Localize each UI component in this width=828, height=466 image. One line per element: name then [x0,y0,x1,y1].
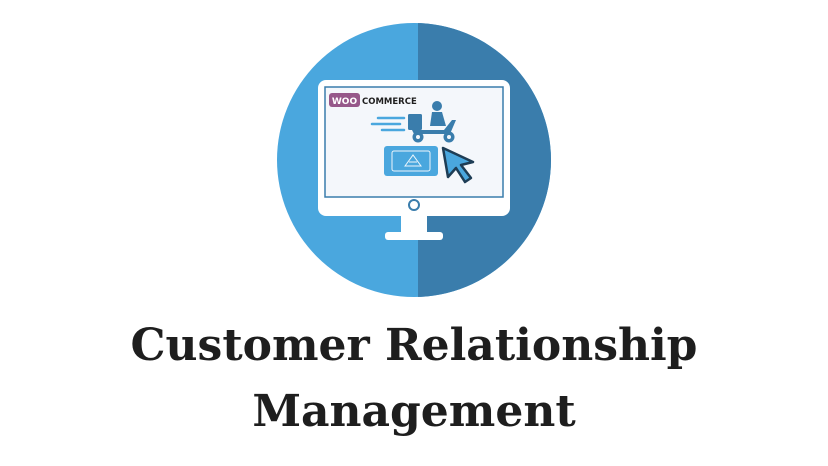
headline-line-1: Customer Relationship [130,320,698,371]
delivery-scooter-icon [370,101,456,143]
cursor-arrow-icon [441,146,475,184]
woocommerce-logo: WOO COMMERCE [329,93,417,107]
headline-line-2: Management [252,386,576,437]
logo-badge-text: WOO [332,97,358,107]
crm-illustration: WOO COMMERCE [277,23,551,297]
logo-word-text: COMMERCE [362,97,417,107]
card-icon [384,146,438,176]
